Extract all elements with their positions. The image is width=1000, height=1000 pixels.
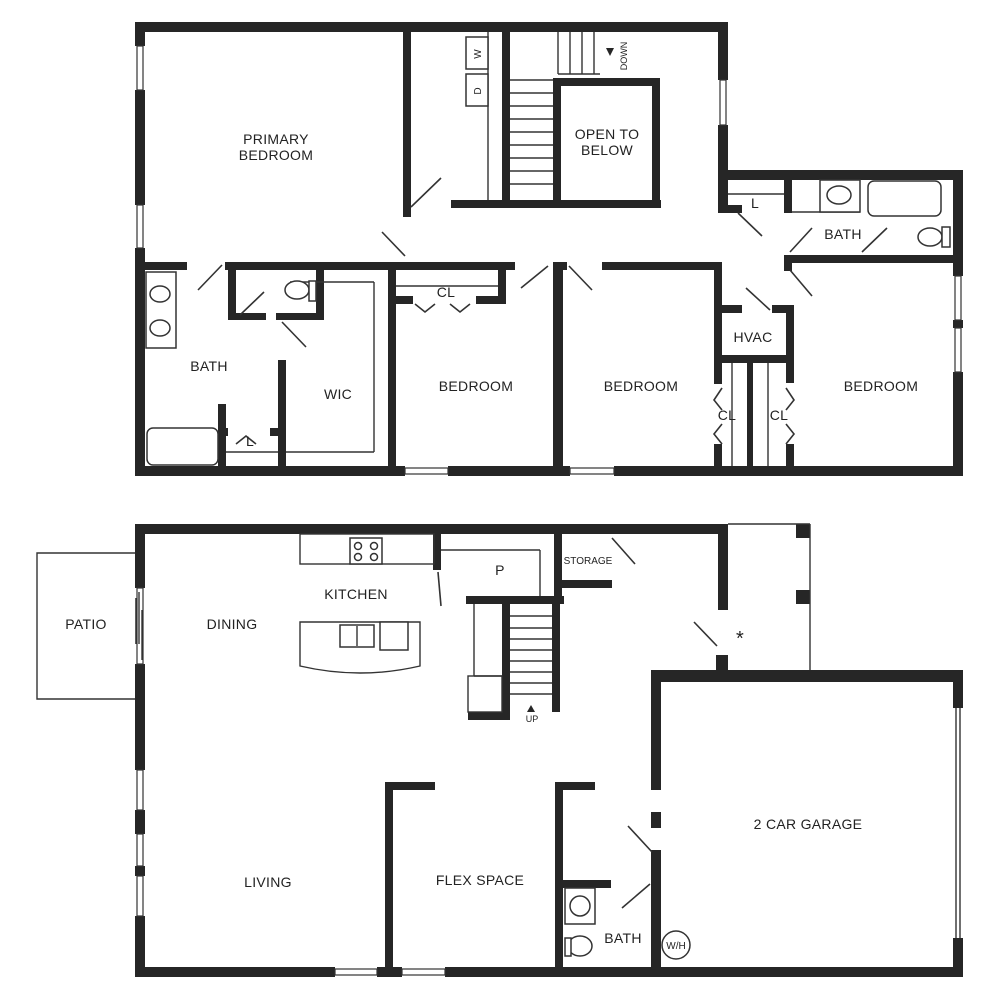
- upper-thin-lines: [226, 32, 860, 466]
- cooktop-icon: [349, 537, 383, 565]
- upper-windows: [136, 45, 962, 475]
- main-floor: * PATIO DINING KITCHEN P STORAGE LIVING …: [36, 523, 963, 977]
- burner-icon: [369, 541, 379, 551]
- room-label-open-to-below: BELOW: [581, 142, 634, 158]
- room-label-primary-bedroom: PRIMARY: [243, 131, 309, 147]
- main-thin-lines: [299, 533, 552, 713]
- bathtub-icon: [146, 427, 219, 466]
- room-label-bath: BATH: [824, 226, 862, 242]
- upper-doors: [197, 177, 888, 445]
- patio-outline: [36, 552, 135, 700]
- room-label-bedroom: BEDROOM: [844, 378, 918, 394]
- toilet-tank: [308, 280, 317, 302]
- room-label-bath: BATH: [604, 930, 642, 946]
- toilet-icon: [917, 227, 943, 247]
- sink-icon: [569, 895, 591, 917]
- room-label-bath: BATH: [190, 358, 228, 374]
- sink-icon: [149, 285, 171, 303]
- arrow-down-icon: [606, 48, 614, 56]
- upper-exterior-walls: [135, 22, 963, 476]
- stair-direction-label: UP: [526, 714, 539, 724]
- closet-label: CL: [437, 284, 456, 300]
- burner-icon: [369, 552, 379, 562]
- room-label-storage: STORAGE: [564, 556, 613, 567]
- main-exterior-walls: [135, 524, 963, 977]
- dryer-label: D: [473, 87, 484, 94]
- bathtub-icon: [867, 180, 942, 217]
- water-heater-icon: [661, 930, 691, 960]
- closet-label: CL: [718, 407, 737, 423]
- room-label-hvac: HVAC: [733, 329, 772, 345]
- asterisk-icon: *: [736, 628, 744, 650]
- room-label-kitchen: KITCHEN: [324, 586, 388, 602]
- upper-floor: PRIMARY BEDROOM OPEN TO BELOW BATH WIC B…: [135, 22, 963, 476]
- main-doors: [135, 537, 718, 909]
- burner-icon: [353, 541, 363, 551]
- upper-interior-walls: [135, 32, 962, 476]
- room-label-bedroom: BEDROOM: [439, 378, 513, 394]
- toilet-tank: [941, 226, 951, 248]
- room-label-wic: WIC: [324, 386, 352, 402]
- water-heater-label: W/H: [666, 941, 685, 952]
- linen-label: L: [246, 433, 254, 449]
- arrow-up-icon: [527, 705, 535, 712]
- room-label-patio: PATIO: [65, 616, 106, 632]
- room-label-dining: DINING: [207, 616, 258, 632]
- washer-box: [465, 36, 489, 70]
- linen-label: L: [751, 195, 759, 211]
- room-label-primary-bedroom: BEDROOM: [239, 147, 313, 163]
- room-label-living: LIVING: [244, 874, 292, 890]
- room-label-bedroom: BEDROOM: [604, 378, 678, 394]
- toilet-icon: [284, 280, 310, 300]
- main-fixtures: *: [339, 537, 744, 960]
- upper-labels: PRIMARY BEDROOM OPEN TO BELOW BATH WIC B…: [190, 42, 918, 449]
- washer-label: W: [473, 49, 484, 59]
- sink-icon: [826, 185, 852, 205]
- burner-icon: [353, 552, 363, 562]
- dishwasher: [379, 621, 409, 651]
- sink-icon: [149, 319, 171, 337]
- upper-fixtures: [145, 36, 951, 466]
- fridge: [467, 675, 503, 713]
- main-windows: [136, 523, 961, 976]
- room-label-open-to-below: OPEN TO: [575, 126, 640, 142]
- room-label-garage: 2 CAR GARAGE: [754, 816, 863, 832]
- toilet-tank: [564, 937, 572, 957]
- main-labels: PATIO DINING KITCHEN P STORAGE LIVING FL…: [65, 556, 862, 952]
- closet-label: CL: [770, 407, 789, 423]
- main-interior-walls: [385, 534, 661, 977]
- room-label-pantry: P: [495, 562, 505, 578]
- kitchen-island: [299, 621, 421, 674]
- room-label-flex-space: FLEX SPACE: [436, 872, 524, 888]
- stair-direction-label: DOWN: [619, 42, 629, 71]
- dryer-box: [465, 73, 489, 107]
